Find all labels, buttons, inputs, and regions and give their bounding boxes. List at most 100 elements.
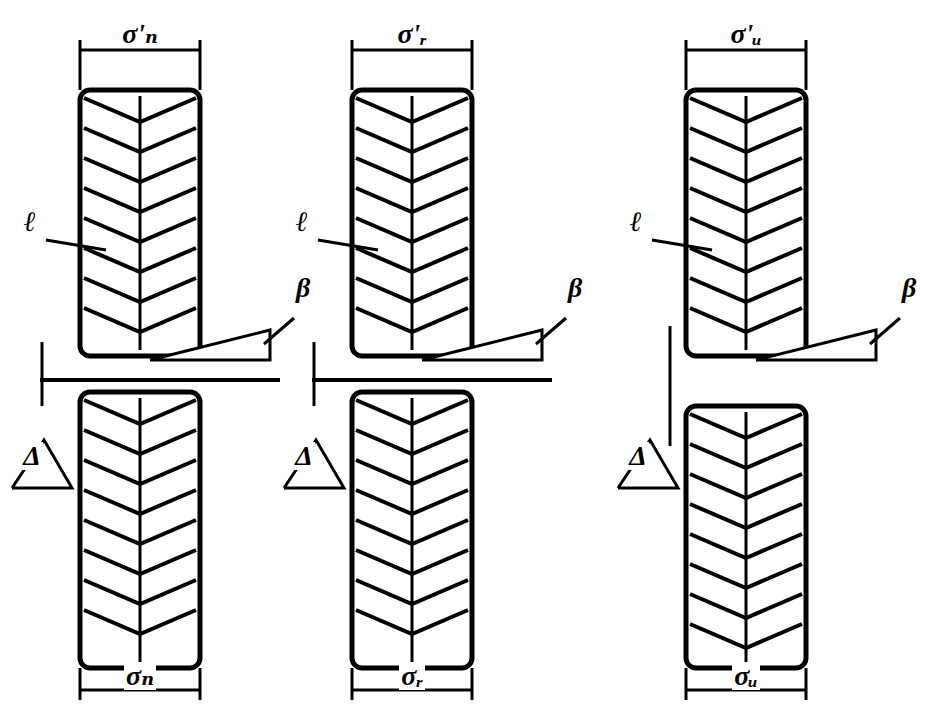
rebar-rib: [356, 98, 468, 122]
angle-triangle: [284, 440, 344, 488]
rebar-outline: [686, 406, 806, 668]
rebar-rib: [690, 564, 802, 588]
rebar-rib: [690, 128, 802, 152]
extension-line: [471, 668, 474, 700]
rebar-rib: [690, 594, 802, 618]
rebar-rib: [84, 550, 196, 574]
gap-mark: [41, 342, 44, 406]
rebar-rib: [356, 218, 468, 242]
rebar-rib: [690, 474, 802, 498]
gap-label: Δ: [21, 442, 43, 470]
rebar-core-line: [745, 96, 748, 350]
rebar-outline: [80, 392, 200, 668]
rebar-rib: [690, 158, 802, 182]
dimension-line: [80, 49, 200, 52]
rebar-rib: [84, 188, 196, 212]
extension-line: [79, 668, 82, 700]
rebar-outline: [686, 90, 806, 356]
rebar-rib: [84, 610, 196, 634]
rebar-rib: [356, 610, 468, 634]
rebar-rib: [84, 128, 196, 152]
rebar-rib: [84, 520, 196, 544]
dimension-label: σ'ₙ: [120, 20, 160, 48]
rebar-rib: [690, 308, 802, 332]
dimension-label: σₙ: [124, 662, 156, 690]
angle-label: β: [900, 274, 918, 302]
rebar-core-line: [411, 398, 414, 662]
extension-line: [685, 668, 688, 700]
rebar-rib: [84, 580, 196, 604]
rebar-rib: [690, 98, 802, 122]
rebar-rib: [356, 158, 468, 182]
joint-panel: [618, 40, 900, 700]
rebar-rib: [84, 430, 196, 454]
rebar-rib: [356, 520, 468, 544]
leader-line: [46, 240, 106, 250]
rebar-rib: [690, 414, 802, 438]
rebar-rib: [690, 444, 802, 468]
dimension-label: σ'ᵤ: [728, 20, 763, 48]
rebar-rib: [690, 534, 802, 558]
gap-label: Δ: [627, 442, 649, 470]
rebar-outline: [352, 90, 472, 356]
length-label: ℓ: [628, 208, 644, 236]
extension-line: [351, 668, 354, 700]
rebar-rib: [356, 490, 468, 514]
rebar-rib: [84, 218, 196, 242]
extension-line: [199, 40, 202, 90]
angle-triangle: [618, 440, 678, 488]
rebar-rib: [356, 308, 468, 332]
joint-plane-line: [312, 378, 552, 382]
extension-line: [351, 40, 354, 90]
rebar-rib: [84, 98, 196, 122]
rebar-core-line: [411, 96, 414, 350]
length-label: ℓ: [22, 208, 38, 236]
rebar-core-line: [139, 96, 142, 350]
extension-line: [79, 40, 82, 90]
wedge-symbol: [422, 330, 542, 360]
rebar-rib: [84, 308, 196, 332]
dimension-line: [686, 49, 806, 52]
extension-line: [471, 40, 474, 90]
leader-line: [318, 240, 378, 250]
angle-triangle: [12, 440, 72, 488]
rebar-core-line: [139, 398, 142, 662]
rebar-rib: [690, 248, 802, 272]
rebar-rib: [690, 504, 802, 528]
rebar-rib: [84, 248, 196, 272]
gap-mark: [669, 326, 672, 446]
leader-line: [264, 318, 294, 344]
dimension-line: [352, 49, 472, 52]
rebar-rib: [356, 278, 468, 302]
rebar-rib: [84, 400, 196, 424]
angle-label: β: [294, 274, 312, 302]
extension-line: [805, 40, 808, 90]
rebar-rib: [84, 158, 196, 182]
joint-panel: [12, 40, 294, 700]
rebar-rib: [356, 128, 468, 152]
rebar-rib: [356, 188, 468, 212]
rebar-rib: [690, 218, 802, 242]
rebar-rib: [690, 188, 802, 212]
rebar-rib: [690, 624, 802, 648]
leader-line: [652, 240, 712, 250]
rebar-rib: [356, 460, 468, 484]
length-label: ℓ: [294, 208, 310, 236]
rebar-rib: [356, 580, 468, 604]
extension-line: [685, 40, 688, 90]
gap-label: Δ: [293, 442, 315, 470]
extension-line: [805, 668, 808, 700]
rebar-rib: [356, 430, 468, 454]
rebar-core-line: [745, 412, 748, 662]
leader-line: [536, 318, 566, 344]
rebar-rib: [84, 278, 196, 302]
angle-label: β: [566, 274, 584, 302]
rebar-rib: [356, 400, 468, 424]
extension-line: [199, 668, 202, 700]
joint-plane-line: [40, 378, 280, 382]
wedge-symbol: [756, 330, 876, 360]
wedge-symbol: [150, 330, 270, 360]
rebar-rib: [356, 550, 468, 574]
